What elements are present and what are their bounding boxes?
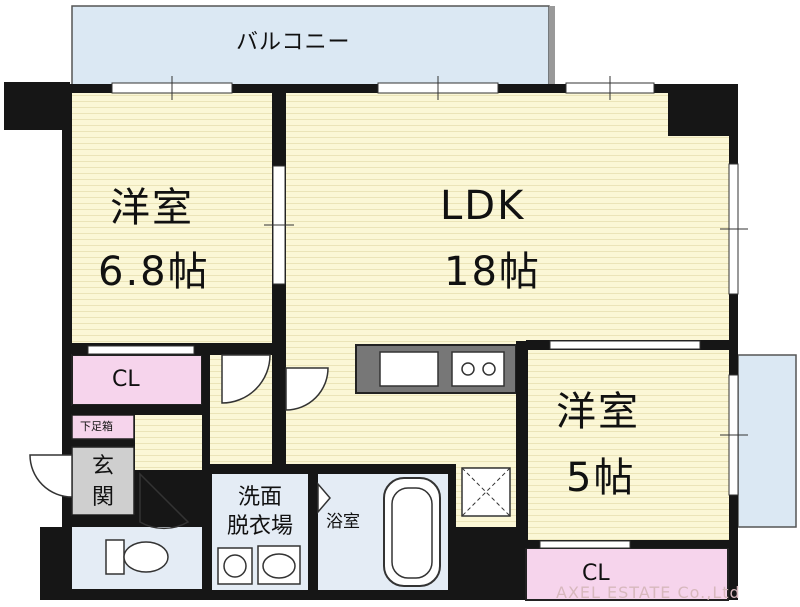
western-room-2-size: 5帖 xyxy=(566,455,636,501)
ldk-floor xyxy=(286,93,729,341)
door-swing xyxy=(29,354,331,530)
western-room-2-name: 洋室 xyxy=(556,389,640,435)
entrance-label: 玄関 xyxy=(92,454,115,510)
western-room-2-floor xyxy=(524,350,729,540)
toilet xyxy=(105,539,125,575)
ldk-size: 18帖 xyxy=(444,249,541,295)
stove xyxy=(451,351,505,387)
western-room-1-name: 洋室 xyxy=(110,185,194,231)
shoe-box-label: 下足箱 xyxy=(80,420,113,433)
closet-2 xyxy=(525,547,729,601)
closet-1-label: CL xyxy=(112,367,140,392)
kitchen-sink xyxy=(379,351,439,387)
western-room-1-size: 6.8帖 xyxy=(98,249,210,295)
closet-2-label: CL xyxy=(582,561,610,586)
washing-machine-space xyxy=(217,547,253,585)
balcony-right xyxy=(737,354,797,528)
closet-door xyxy=(539,540,631,549)
washroom-label-line-2: 脱衣場 xyxy=(226,513,293,539)
ldk-name: LDK xyxy=(440,183,526,229)
shoe-box xyxy=(71,414,135,440)
bathroom-label: 浴室 xyxy=(326,512,360,532)
washroom-label-line-1: 洗面 xyxy=(237,485,282,510)
company-watermark: AXEL ESTATE Co.,Ltd xyxy=(556,583,741,602)
entrance-floor xyxy=(71,446,135,516)
closet-door xyxy=(87,345,195,355)
balcony-label: バルコニー xyxy=(236,30,351,55)
washroom-label: 洗面 脱衣場 xyxy=(214,484,306,541)
western-room-1-floor xyxy=(72,93,272,343)
bathtub xyxy=(383,477,441,587)
closet-door xyxy=(549,340,701,350)
balcony-top xyxy=(71,5,550,87)
